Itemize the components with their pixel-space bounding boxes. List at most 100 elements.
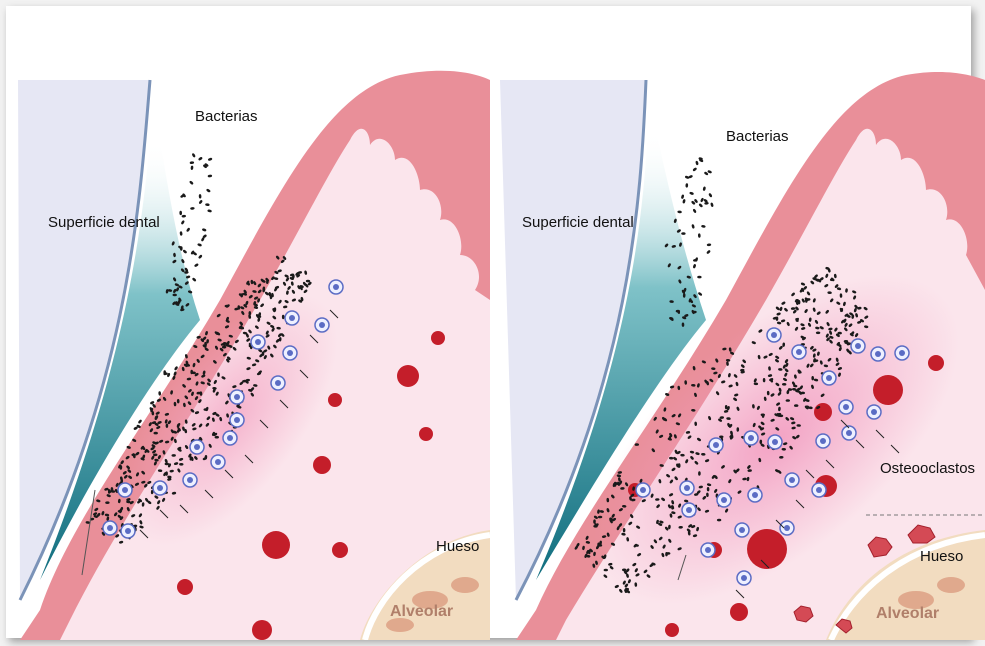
label-osteoclasts: Osteooclastos (880, 460, 975, 477)
leukocyte-nucleus (748, 435, 754, 441)
bacterium (207, 209, 212, 213)
bacterium (816, 332, 820, 335)
bacterium (202, 228, 207, 232)
bacterium (206, 188, 211, 193)
bacterium (794, 404, 798, 407)
label-tooth-surface: Superficie dental (48, 214, 160, 231)
leukocyte-nucleus (289, 315, 295, 321)
bacterium (698, 292, 703, 297)
bacterium (697, 276, 701, 279)
leukocyte-nucleus (843, 404, 849, 410)
bacterium (198, 156, 203, 161)
leukocyte-nucleus (234, 394, 240, 400)
leukocyte-nucleus (234, 417, 240, 423)
bacterium (190, 207, 195, 210)
leukocyte-nucleus (684, 485, 690, 491)
bacterium (693, 264, 697, 269)
leukocyte-nucleus (157, 485, 163, 491)
bacterium (703, 186, 707, 191)
label-bone: Hueso (920, 548, 963, 565)
bacterium (677, 210, 682, 213)
leukocyte-nucleus (739, 527, 745, 533)
bacterium (681, 194, 685, 199)
label-bone: Hueso (436, 538, 479, 555)
leukocyte-nucleus (686, 507, 692, 513)
leukocyte-nucleus (752, 492, 758, 498)
bacterium (138, 419, 143, 424)
leukocyte-nucleus (796, 349, 802, 355)
leukocyte-nucleus (122, 487, 128, 493)
bacterium (215, 436, 219, 439)
leukocyte-nucleus (287, 350, 293, 356)
bacterium (198, 199, 203, 204)
bacterium (154, 432, 158, 435)
leukocyte-nucleus (855, 343, 861, 349)
bacterium (691, 224, 695, 229)
bacterium (208, 175, 213, 178)
bacterium (194, 263, 199, 268)
bacterium (701, 225, 706, 228)
leukocyte-nucleus (771, 332, 777, 338)
leukocyte-nucleus (789, 477, 795, 483)
leukocyte-nucleus (816, 487, 822, 493)
bacterium (698, 233, 701, 238)
bacterium (692, 167, 697, 172)
leukocyte-nucleus (640, 487, 646, 493)
bacterium (707, 170, 712, 174)
bacterium (689, 191, 694, 195)
bacterium (191, 153, 195, 158)
leukocyte-nucleus (187, 477, 193, 483)
bacterium (199, 194, 202, 199)
bacterium (685, 183, 688, 188)
bacterium (192, 277, 197, 282)
leukocyte-nucleus (275, 380, 281, 386)
bacterium (198, 254, 203, 259)
leukocyte-nucleus (772, 439, 778, 445)
leukocyte-nucleus (871, 409, 877, 415)
bacterium (186, 227, 191, 232)
bacterium (182, 249, 187, 254)
panel-healthy-gingivitis: Bacterias Superficie dental Hueso Alveol… (0, 0, 490, 640)
bacterium (700, 197, 704, 202)
bacterium (189, 180, 194, 185)
bacterium (248, 311, 251, 315)
bacterium (710, 202, 714, 207)
bacterium (181, 220, 185, 225)
leukocyte-nucleus (333, 284, 339, 290)
label-bacteria: Bacterias (195, 108, 258, 125)
label-alveolar: Alveolar (876, 605, 939, 623)
panel-periodontitis: Bacterias Superficie dental Osteooclasto… (496, 0, 985, 640)
bacterium (838, 332, 842, 335)
bacterium (166, 424, 169, 428)
leukocyte-nucleus (125, 528, 131, 534)
leukocyte-nucleus (319, 322, 325, 328)
leukocyte-nucleus (713, 442, 719, 448)
leukocyte-nucleus (826, 375, 832, 381)
bacterium (692, 208, 696, 213)
bacterium (190, 165, 193, 170)
bacterium (190, 161, 195, 164)
bacterium (604, 569, 608, 572)
leukocyte-nucleus (194, 444, 200, 450)
bacterium (208, 157, 213, 161)
leukocyte-nucleus (741, 575, 747, 581)
bacterium (179, 211, 182, 215)
bacterium (707, 243, 712, 246)
leukocyte-nucleus (784, 525, 790, 531)
leukocyte-nucleus (899, 350, 905, 356)
bacterium (179, 231, 182, 236)
bacterium (205, 203, 210, 206)
bacterium (681, 232, 685, 235)
leukocyte-nucleus (705, 547, 711, 553)
bacterium (695, 161, 699, 166)
leukocyte-nucleus (820, 438, 826, 444)
leukocyte-nucleus (255, 339, 261, 345)
leukocyte-nucleus (215, 459, 221, 465)
leukocyte-nucleus (846, 430, 852, 436)
leukocyte-nucleus (227, 435, 233, 441)
illustration-right (496, 0, 985, 640)
bacterium (706, 250, 711, 255)
label-alveolar: Alveolar (390, 603, 453, 621)
bacterium (708, 193, 712, 198)
leukocyte-nucleus (107, 525, 113, 531)
